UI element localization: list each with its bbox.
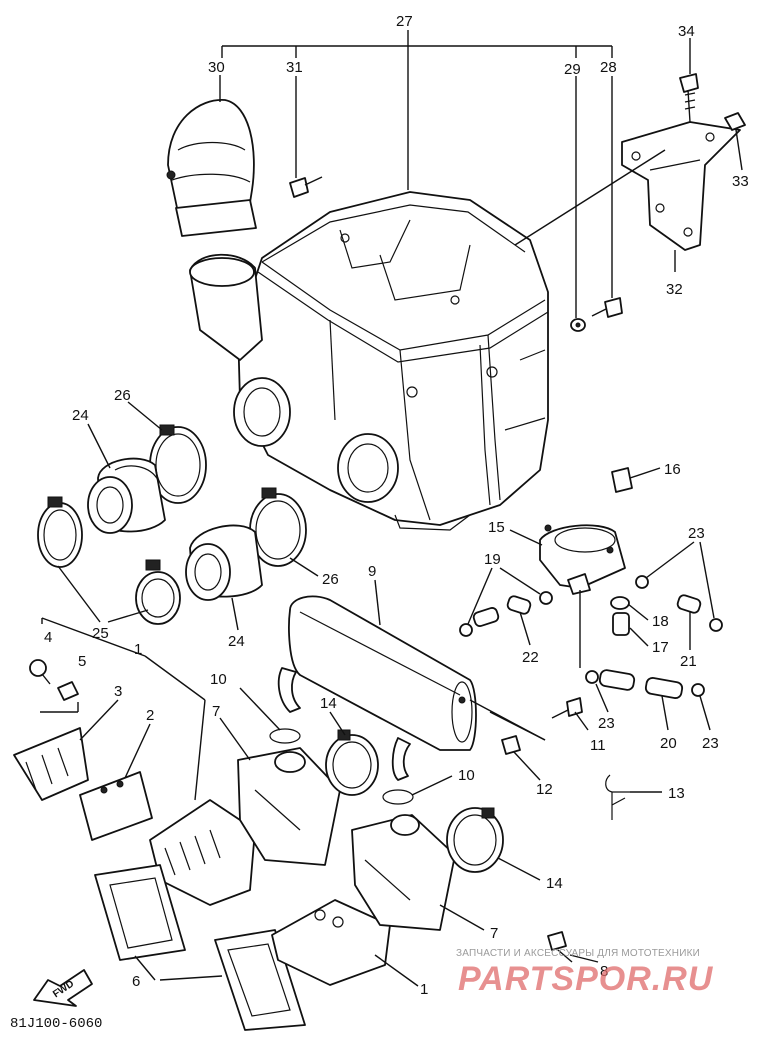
- bolt-8[interactable]: [547, 931, 573, 963]
- callout-7-lower: 7: [490, 925, 498, 942]
- callout-20: 20: [660, 735, 677, 752]
- callout-22: 22: [522, 649, 539, 666]
- hose-20[interactable]: [598, 669, 684, 699]
- bolt-31[interactable]: [289, 176, 323, 198]
- manifold-7-lower[interactable]: [351, 814, 456, 931]
- callout-6: 6: [132, 973, 140, 990]
- drawing-code: 81J100-6060: [10, 1016, 103, 1032]
- callout-13: 13: [668, 785, 685, 802]
- screw-4[interactable]: [29, 659, 51, 685]
- callout-4: 4: [44, 629, 52, 646]
- joint-24-upper[interactable]: [87, 457, 166, 534]
- hose-21[interactable]: [676, 594, 702, 614]
- cap-16[interactable]: [611, 467, 633, 493]
- clamp-26-upper[interactable]: [149, 424, 207, 504]
- manifold-7-upper[interactable]: [237, 747, 341, 866]
- callout-32: 32: [666, 281, 683, 298]
- callout-7-upper: 7: [212, 703, 220, 720]
- callout-17: 17: [652, 639, 669, 656]
- callout-14-lower: 14: [546, 875, 563, 892]
- fitting-18[interactable]: [610, 596, 630, 610]
- oring-10-lower[interactable]: [382, 789, 414, 805]
- intake-duct[interactable]: [166, 99, 257, 237]
- silencer-9[interactable]: [277, 595, 477, 781]
- callout-10-upper: 10: [210, 671, 227, 688]
- watermark-logo: PARTSPOR.RU: [458, 960, 714, 998]
- callout-28: 28: [600, 59, 617, 76]
- callout-26-upper: 26: [114, 387, 131, 404]
- nut-12[interactable]: [501, 735, 521, 755]
- callout-1-lower: 1: [420, 981, 428, 998]
- leader-lines: [40, 30, 743, 987]
- callout-9: 9: [368, 563, 376, 580]
- bolt-11[interactable]: [551, 697, 583, 719]
- joint-24-lower[interactable]: [185, 524, 263, 601]
- callout-labels: 27 30 31 29 28 34 33 32 26 24 26 24 25 1…: [44, 13, 749, 998]
- callout-34: 34: [678, 23, 695, 40]
- clamp-14-lower[interactable]: [446, 807, 504, 873]
- clamp-14-upper[interactable]: [325, 729, 379, 796]
- reed-petal-2[interactable]: [79, 771, 153, 841]
- callout-23-top: 23: [688, 525, 705, 542]
- callout-10-lower: 10: [458, 767, 475, 784]
- callout-24-upper: 24: [72, 407, 89, 424]
- hose-22[interactable]: [506, 595, 532, 615]
- callout-33: 33: [732, 173, 749, 190]
- callout-8: 8: [600, 963, 608, 980]
- clamp-25-lower[interactable]: [135, 559, 181, 625]
- watermark-tagline: ЗАПЧАСТИ И АКСЕССУАРЫ ДЛЯ МОТОТЕХНИКИ: [456, 948, 701, 959]
- callout-26-lower: 26: [322, 571, 339, 588]
- callout-23-mid: 23: [598, 715, 615, 732]
- callout-5: 5: [78, 653, 86, 670]
- washer-5[interactable]: [57, 681, 79, 701]
- clip-19b[interactable]: [459, 591, 553, 637]
- callout-12: 12: [536, 781, 553, 798]
- pump-15[interactable]: [539, 524, 626, 595]
- clip-23b[interactable]: [585, 670, 705, 697]
- callout-11: 11: [590, 737, 606, 754]
- bolt-34[interactable]: [679, 73, 699, 123]
- callout-31: 31: [286, 59, 303, 76]
- nut-33[interactable]: [724, 112, 746, 131]
- callout-14-upper: 14: [320, 695, 337, 712]
- callout-2: 2: [146, 707, 154, 724]
- bolt-28[interactable]: [591, 297, 623, 318]
- spring-clip-13[interactable]: [605, 774, 630, 820]
- callout-1-upper: 1: [134, 641, 142, 658]
- callout-23-right: 23: [702, 735, 719, 752]
- callout-3: 3: [114, 683, 122, 700]
- callout-25: 25: [92, 625, 109, 642]
- callout-27: 27: [396, 13, 413, 30]
- air-box-assembly[interactable]: [189, 191, 549, 531]
- hose-19[interactable]: [472, 607, 500, 628]
- callout-19: 19: [484, 551, 501, 568]
- callout-24-lower: 24: [228, 633, 245, 650]
- clamp-25-upper[interactable]: [37, 496, 83, 568]
- callout-18: 18: [652, 613, 669, 630]
- callout-29: 29: [564, 61, 581, 78]
- callout-15: 15: [488, 519, 505, 536]
- callout-16: 16: [664, 461, 681, 478]
- grommet-29[interactable]: [570, 318, 586, 332]
- filter-17[interactable]: [612, 612, 630, 636]
- bracket-32[interactable]: [621, 121, 741, 251]
- callout-30: 30: [208, 59, 225, 76]
- callout-21: 21: [680, 653, 697, 670]
- oring-10-upper[interactable]: [269, 728, 301, 744]
- gasket-6-upper[interactable]: [94, 864, 186, 961]
- fwd-arrow-icon: FWD: [33, 969, 93, 1007]
- reed-stopper-3[interactable]: [13, 727, 89, 801]
- clip-23a[interactable]: [635, 575, 723, 632]
- reed-valve-1-lower[interactable]: [271, 899, 391, 986]
